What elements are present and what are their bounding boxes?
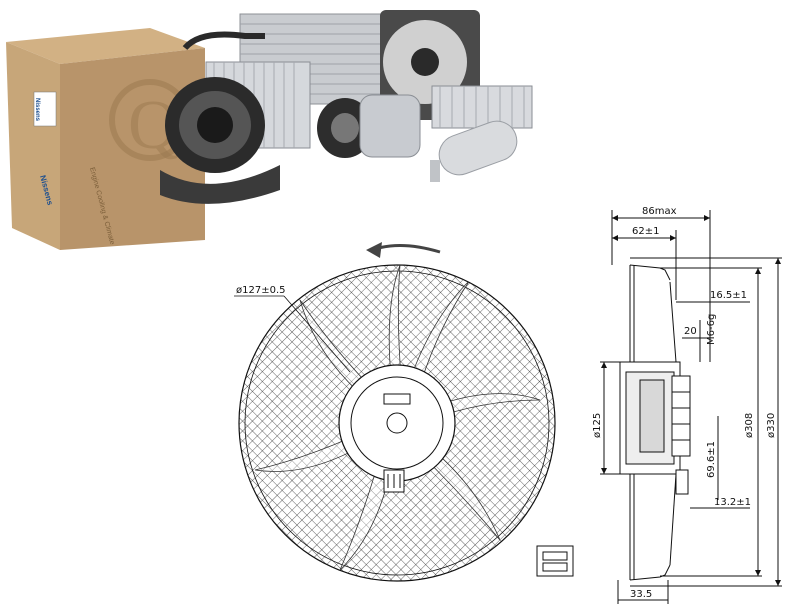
dim-diameter-125: ø125 xyxy=(592,413,603,438)
connector-symbol xyxy=(536,545,574,577)
dim-thread: M6-6g xyxy=(706,314,717,345)
blower-motor xyxy=(160,77,280,204)
dim-depth-max: 86max xyxy=(642,206,677,217)
dim-diameter-330: ø330 xyxy=(766,413,777,438)
dimension-arrowheads xyxy=(601,215,781,586)
dim-bottom-33-5: 33.5 xyxy=(630,589,652,600)
box-brand-label: Nissens xyxy=(34,98,40,122)
dim-blade-diameter: ø127±0.5 xyxy=(236,285,286,296)
product-photo-collage: Q Nissens Nissens Engine Cooling & Clima… xyxy=(6,10,533,250)
heater-core xyxy=(431,85,533,129)
dim-mount-16-5: 16.5±1 xyxy=(710,290,747,301)
dim-height-13-2: 13.2±1 xyxy=(714,497,751,508)
ac-compressor xyxy=(317,94,421,158)
dim-depth-62: 62±1 xyxy=(632,226,659,237)
dim-diameter-308: ø308 xyxy=(744,413,755,438)
receiver-drier xyxy=(430,120,518,182)
dim-height-69-6: 69.6±1 xyxy=(706,441,717,478)
nissens-box: Q Nissens Nissens Engine Cooling & Clima… xyxy=(6,28,205,250)
dim-mount-20: 20 xyxy=(684,326,697,337)
fan-front-view xyxy=(234,242,556,582)
fan-side-view xyxy=(600,210,782,604)
